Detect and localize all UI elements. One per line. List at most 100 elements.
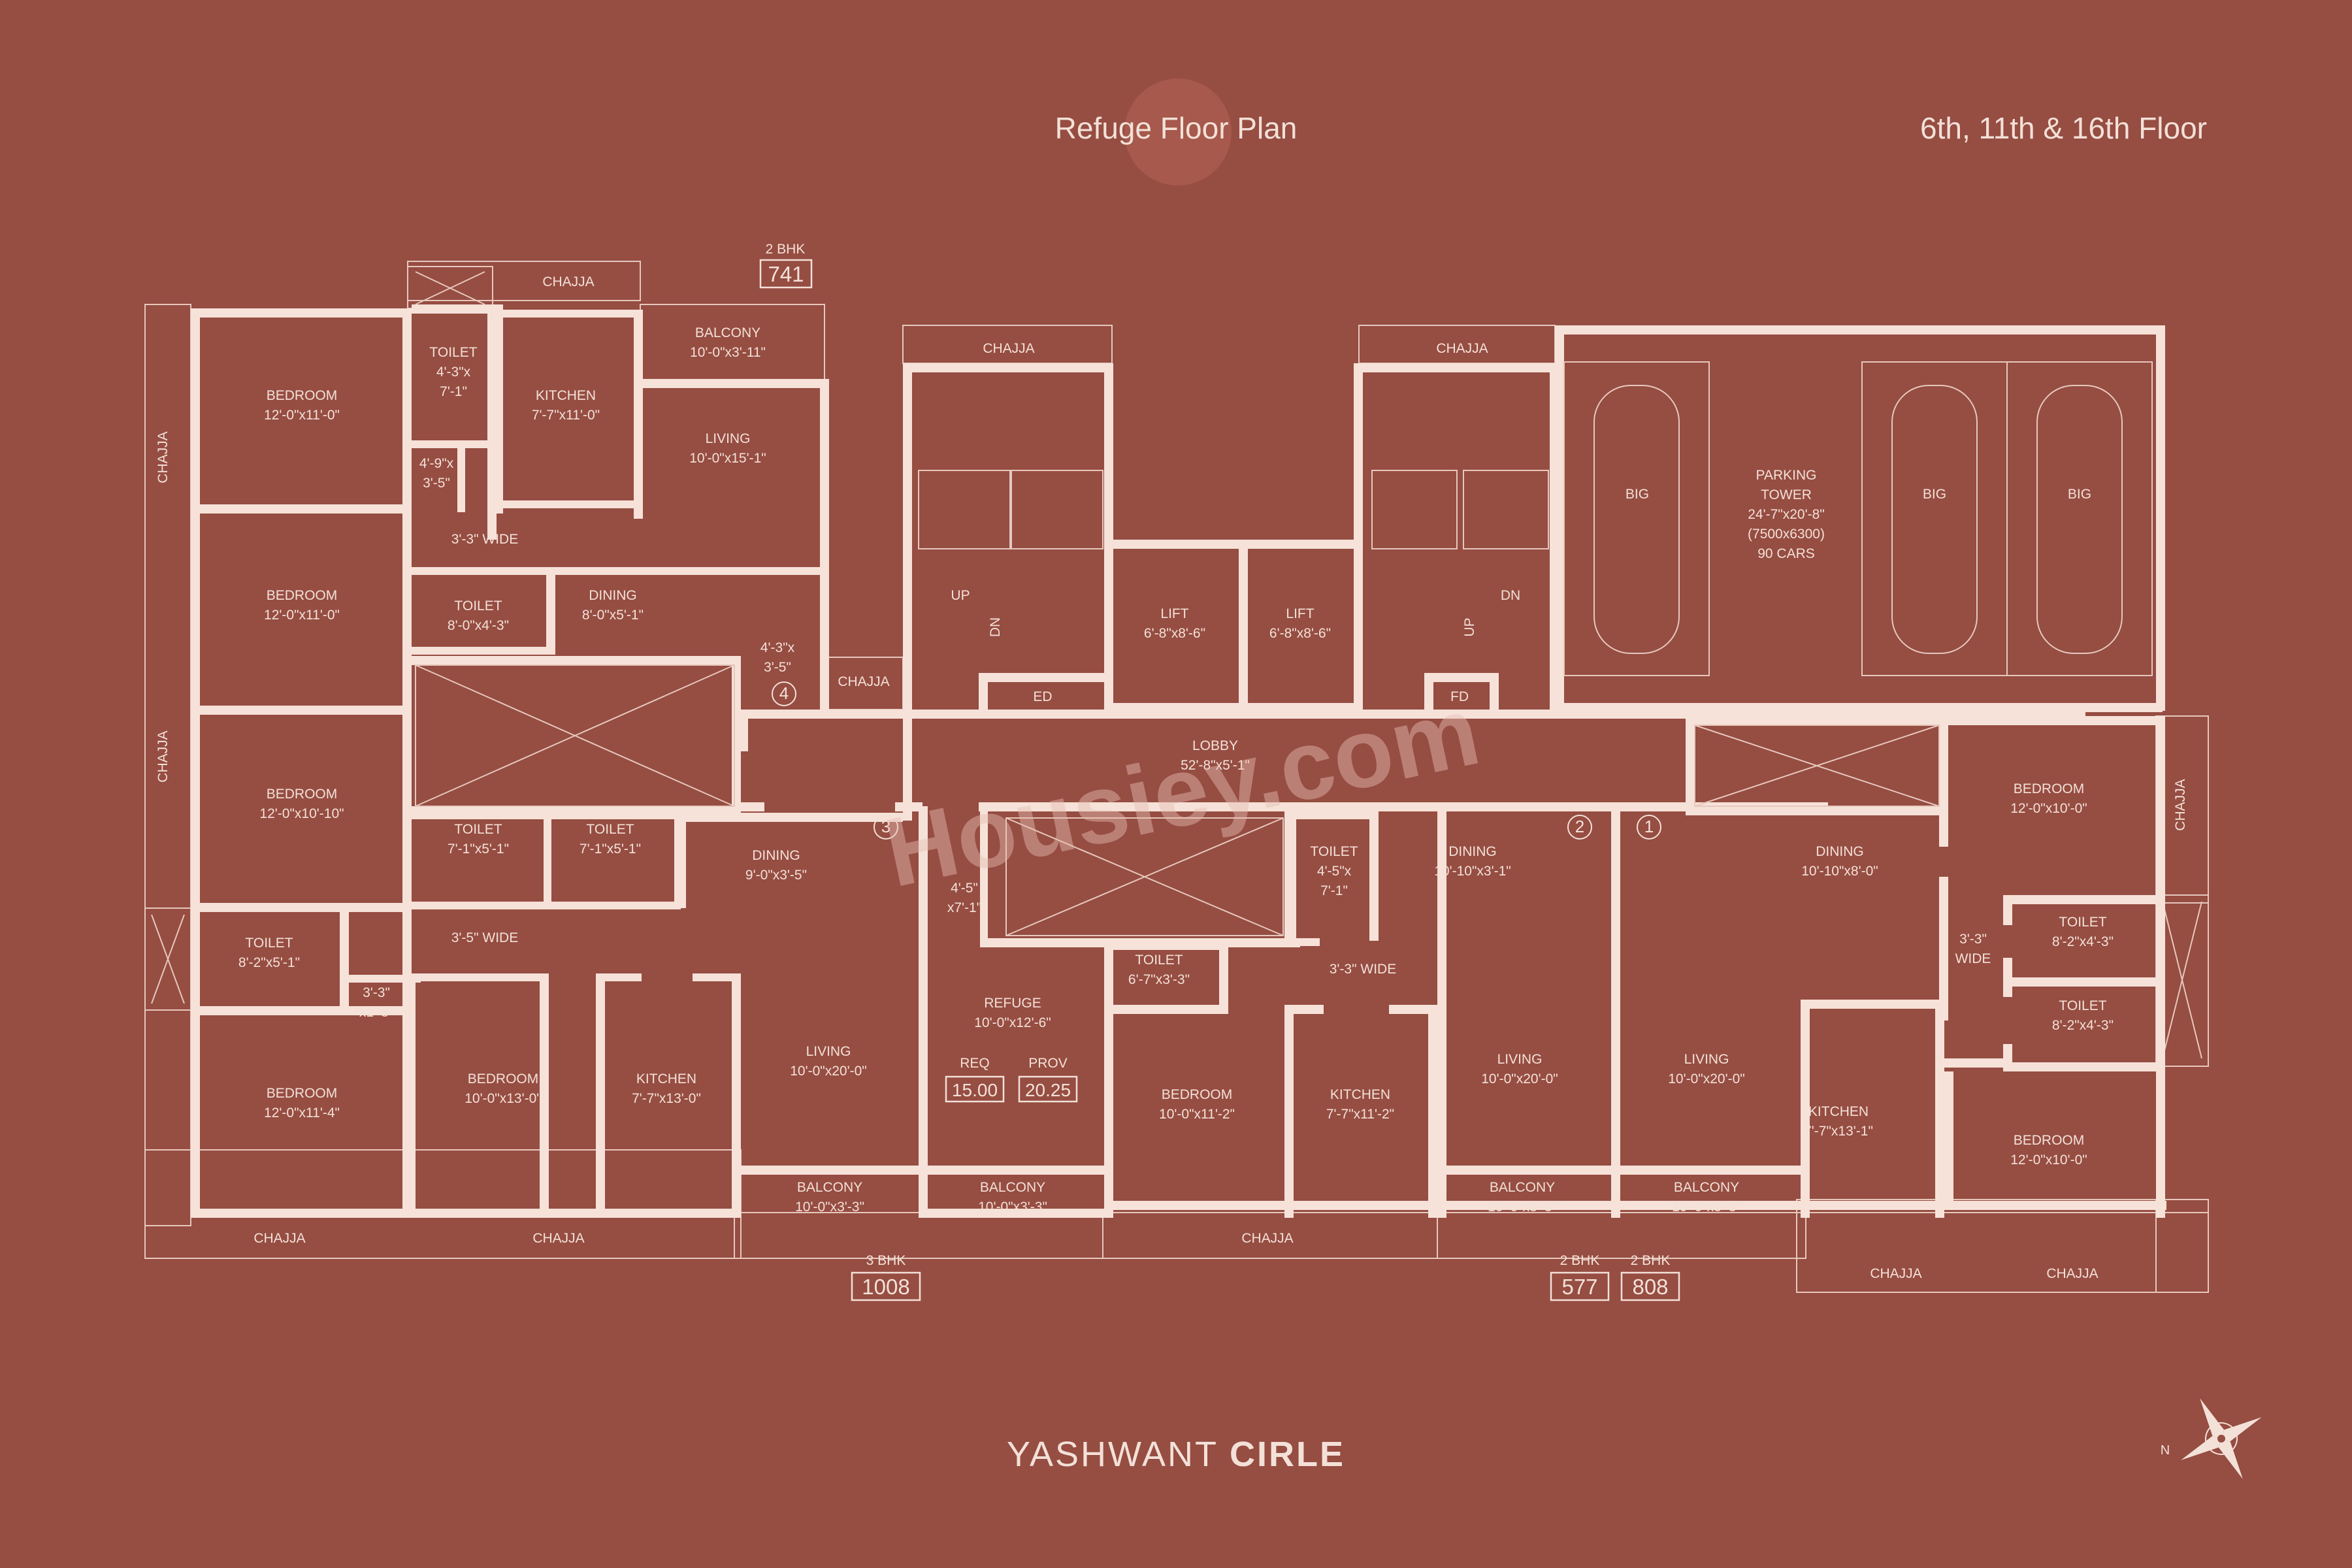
room-label-8-line-0: TOILET (454, 598, 502, 613)
room-label-27-line-1: 6'-8"x8'-6" (1269, 626, 1331, 641)
stair-dn-right: DN (1501, 588, 1520, 603)
room-label-36-line-1: 10'-0"x3'-3" (1488, 1200, 1557, 1215)
room-label-35-line-1: 10'-0"x20'-0" (1481, 1071, 1558, 1086)
room-labels: BEDROOM12'-0"x11'-0"TOILET4'-3"x7'-1"KIT… (238, 325, 2114, 1215)
room-label-46-line-4: 90 CARS (1757, 546, 1815, 561)
room-label-34-line-1: 7'-7"x11'-2" (1326, 1107, 1394, 1122)
room-label-23-line-1: x7'-1" (947, 900, 981, 915)
room-label-12-line-1: 7'-1"x5'-1" (448, 841, 509, 857)
room-label-17-line-1: x1'-8" (359, 1005, 393, 1020)
room-label-3-line-0: BALCONY (695, 325, 760, 340)
room-label-16-line-0: 3'-5" WIDE (451, 930, 518, 945)
room-label-29-line-0: TOILET (1310, 844, 1358, 859)
room-label-6-line-0: 3'-3" WIDE (451, 532, 518, 547)
room-label-8-line-1: 8'-0"x4'-3" (448, 618, 509, 633)
compass-rose-icon (2181, 1398, 2262, 1479)
refuge-prov-label: PROV (1028, 1056, 1068, 1071)
stair-treads (918, 470, 1549, 549)
room-label-24-line-1: 10'-0"x12'-6" (974, 1015, 1051, 1030)
brand-part-1: YASHWANT (1007, 1435, 1230, 1474)
room-label-32-line-1: 10'-10"x3'-1" (1434, 864, 1511, 879)
unit-number-2: 2 (1575, 817, 1584, 836)
room-label-9-line-0: DINING (589, 588, 637, 603)
refuge-prov-value: 20.25 (1025, 1080, 1071, 1100)
room-label-3-line-1: 10'-0"x3'-11" (690, 345, 766, 360)
chajja-label-4: CHAJJA (838, 674, 889, 689)
room-label-0-line-1: 12'-0"x11'-0" (264, 408, 340, 423)
unit-area-808: 808 (1632, 1275, 1668, 1299)
brand-part-3: LE (1296, 1435, 1345, 1474)
chajja-label-10: CHAJJA (1870, 1266, 1921, 1281)
room-label-43-line-1: 8'-2"x4'-3" (2052, 934, 2114, 949)
room-label-1-line-0: TOILET (429, 345, 477, 360)
room-label-4-line-0: LIVING (706, 431, 751, 446)
room-label-18-line-1: 12'-0"x11'-4" (264, 1105, 340, 1120)
car-label-1: BIG (1625, 487, 1649, 502)
room-label-46-line-0: PARKING (1756, 468, 1817, 483)
room-label-46-line-1: TOWER (1761, 487, 1812, 502)
room-label-33-line-0: BEDROOM (1162, 1087, 1233, 1102)
refuge-prov-box (1018, 1075, 1078, 1103)
room-label-12-line-0: TOILET (454, 822, 502, 837)
room-label-33-line-1: 10'-0"x11'-2" (1159, 1107, 1235, 1122)
room-label-32-line-0: DINING (1448, 844, 1497, 859)
stair-up-right: UP (1462, 617, 1477, 636)
unit-number-1: 1 (1644, 817, 1654, 836)
car-label-2: BIG (1923, 487, 1946, 502)
room-label-45-line-0: BEDROOM (2014, 1133, 2085, 1148)
room-label-2-line-1: 7'-7"x11'-0" (532, 408, 600, 423)
room-label-23-line-0: 4'-5" (951, 881, 978, 896)
chajja-label-1: CHAJJA (542, 274, 594, 289)
room-label-7-line-0: BEDROOM (267, 588, 338, 603)
unit-area-box-577 (1550, 1271, 1610, 1301)
room-label-34-line-0: KITCHEN (1330, 1087, 1390, 1102)
parking-bays (1563, 361, 2153, 676)
car-label-3: BIG (2068, 487, 2091, 502)
room-label-30-line-0: TOILET (1135, 953, 1183, 968)
room-label-26-line-0: LIFT (1160, 606, 1188, 621)
room-label-42-line-1: WIDE (1955, 951, 1991, 966)
brand-part-2: CIR (1230, 1435, 1296, 1474)
ed-label-left: ED (1033, 689, 1052, 704)
room-label-17-line-0: 3'-3" (363, 985, 390, 1000)
chajja-label-6: CHAJJA (155, 730, 171, 782)
room-label-39-line-0: BALCONY (1674, 1180, 1739, 1195)
room-label-40-line-1: 7'-7"x13'-1" (1804, 1124, 1873, 1139)
room-label-22-line-0: BALCONY (797, 1180, 862, 1195)
room-label-24-line-0: REFUGE (984, 996, 1041, 1011)
room-label-2-line-0: KITCHEN (536, 388, 596, 403)
room-label-14-line-1: 9'-0"x3'-5" (745, 868, 807, 883)
room-label-15-line-1: 8'-2"x5'-1" (238, 955, 300, 970)
room-label-9-line-1: 8'-0"x5'-1" (582, 608, 644, 623)
room-label-7-line-1: 12'-0"x11'-0" (264, 608, 340, 623)
chajja-label-2: CHAJJA (983, 341, 1034, 356)
room-label-19-line-0: BEDROOM (468, 1071, 539, 1086)
chajja-label-3: CHAJJA (1436, 341, 1488, 356)
unit-type-577: 2 BHK (1560, 1253, 1600, 1268)
chajja-label-11: CHAJJA (2046, 1266, 2098, 1281)
title-highlight-circle (1124, 78, 1232, 186)
room-label-13-line-1: 7'-1"x5'-1" (580, 841, 641, 857)
room-label-10-line-0: 4'-3"x (760, 640, 795, 655)
room-label-27-line-0: LIFT (1286, 606, 1314, 621)
room-label-39-line-1: 10'-0"x3'-3" (1672, 1200, 1741, 1215)
room-label-30-line-1: 6'-7"x3'-3" (1128, 972, 1190, 987)
brand-logo: YASHWANT CIRLE (1007, 1435, 1345, 1474)
chajja-label-12: CHAJJA (2173, 779, 2188, 830)
room-label-38-line-0: LIVING (1684, 1052, 1729, 1067)
room-label-40-line-0: KITCHEN (1808, 1104, 1869, 1119)
room-label-41-line-0: BEDROOM (2014, 781, 2085, 796)
floor-range: 6th, 11th & 16th Floor (1920, 111, 2207, 145)
chajja-label-8: CHAJJA (532, 1231, 584, 1246)
walls (191, 304, 2166, 1218)
room-label-25-line-0: BALCONY (980, 1180, 1045, 1195)
page-title: Refuge Floor Plan (1055, 111, 1298, 145)
refuge-req-value: 15.00 (952, 1080, 998, 1100)
room-label-26-line-1: 6'-8"x8'-6" (1144, 626, 1205, 641)
room-label-14-line-0: DINING (752, 848, 800, 863)
room-label-21-line-1: 10'-0"x20'-0" (790, 1064, 867, 1079)
room-label-11-line-1: 12'-0"x10'-10" (259, 806, 344, 821)
room-label-44-line-1: 8'-2"x4'-3" (2052, 1018, 2114, 1033)
unit-number-markers (772, 681, 1661, 840)
room-label-29-line-1: 4'-5"x (1317, 864, 1352, 879)
